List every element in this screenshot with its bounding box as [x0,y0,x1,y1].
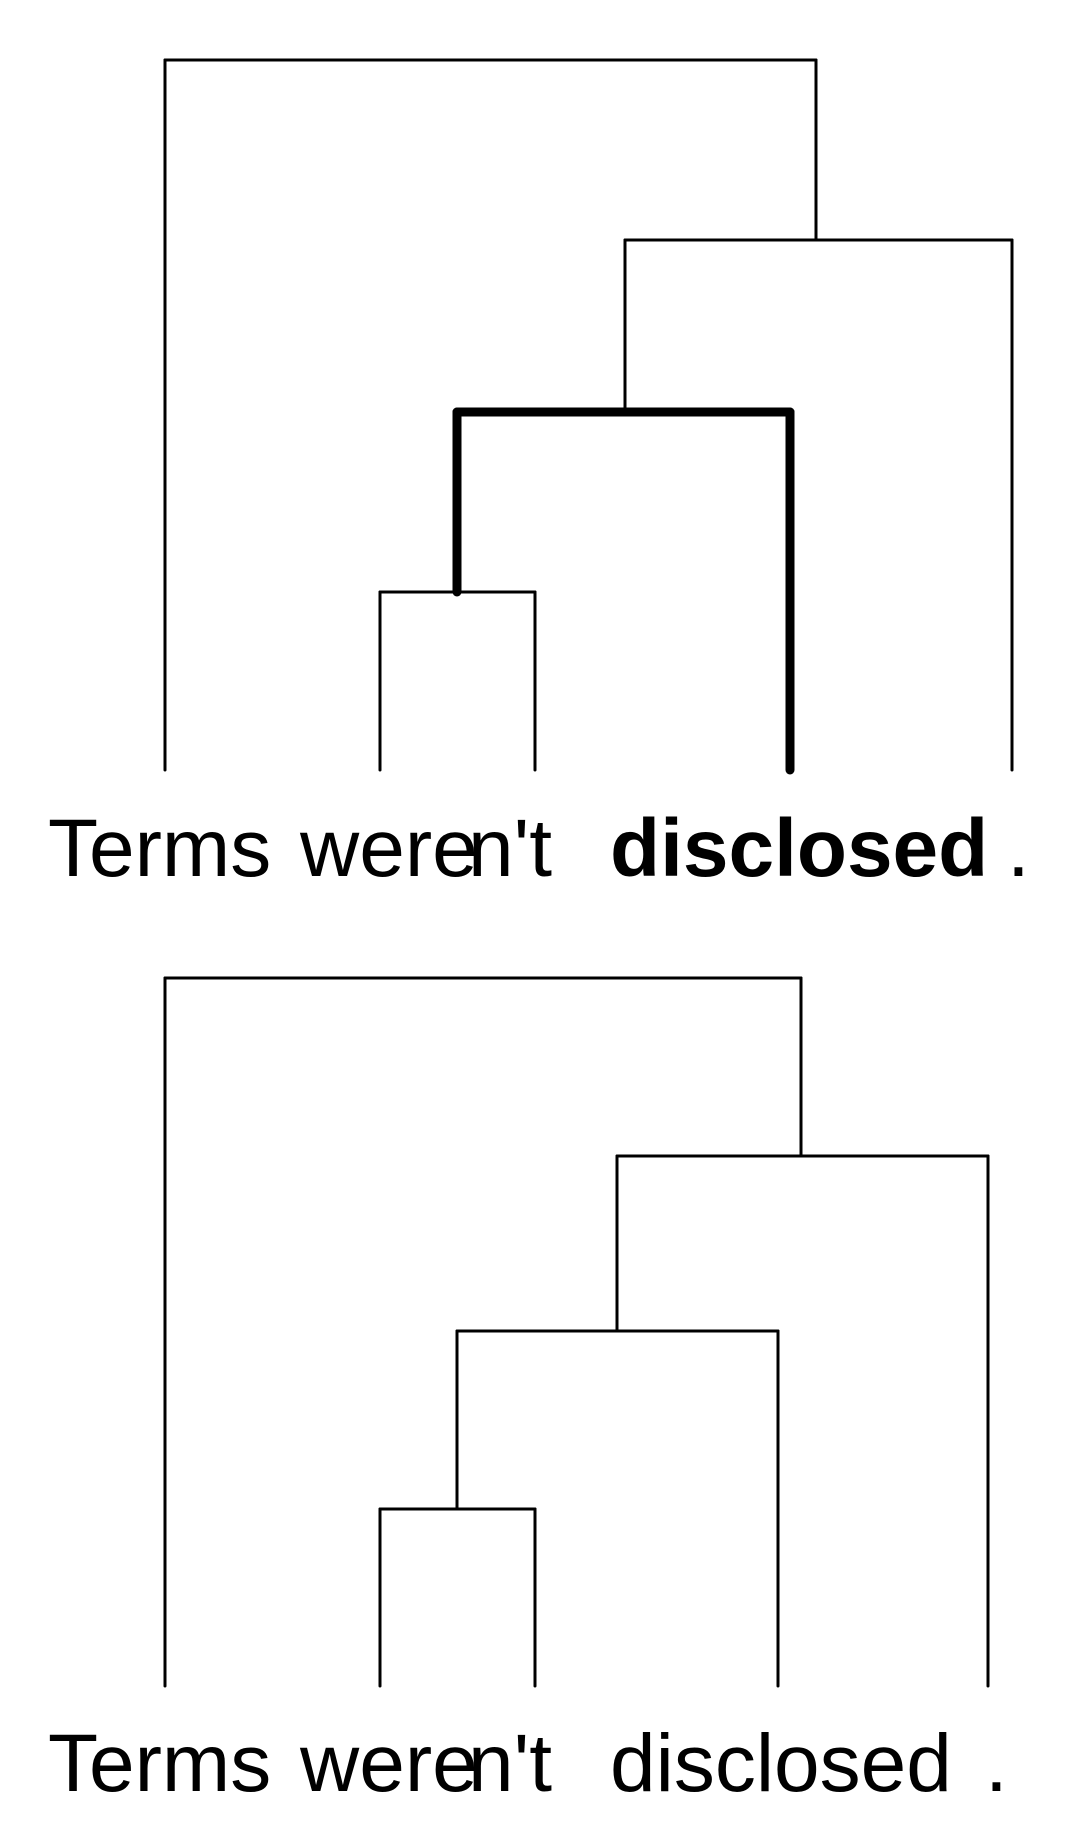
token-4: . [985,1718,1008,1809]
token-4: . [1007,803,1030,894]
token-2: n't [468,1718,552,1809]
token-1: were [299,803,478,894]
token-3: disclosed [610,1718,952,1809]
token-0: Terms [48,803,271,894]
token-3: disclosed [610,803,988,894]
token-2: n't [468,803,552,894]
token-1: were [299,1718,478,1809]
token-0: Terms [48,1718,271,1809]
